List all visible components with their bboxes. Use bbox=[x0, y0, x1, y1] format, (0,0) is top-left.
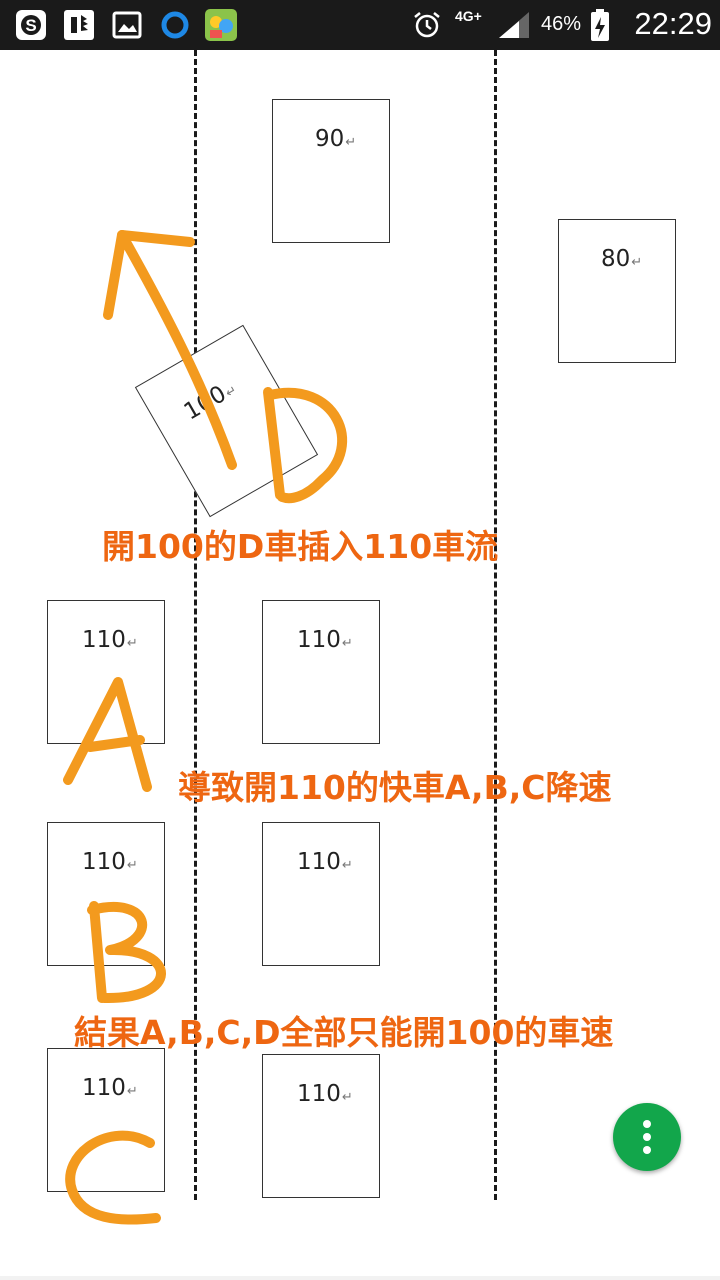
skype-icon: S bbox=[14, 9, 48, 41]
car-speed-label: 110 bbox=[297, 1081, 353, 1107]
car-b-left: 110 bbox=[47, 822, 165, 966]
ring-app-icon bbox=[158, 9, 192, 41]
car-speed-label: 90 bbox=[315, 126, 356, 152]
gallery-icon bbox=[110, 9, 144, 41]
caption-merge: 開100的D車插入110車流 bbox=[102, 527, 499, 566]
car-speed-label: 110 bbox=[82, 849, 138, 875]
letter-c bbox=[65, 1130, 161, 1225]
svg-text:S: S bbox=[25, 16, 36, 35]
car-c-left: 110 bbox=[47, 1048, 165, 1192]
more-options-button[interactable] bbox=[613, 1103, 681, 1171]
car-speed-label: 110 bbox=[297, 627, 353, 653]
merge-arrow-head bbox=[103, 230, 195, 320]
bottom-edge bbox=[0, 1276, 720, 1280]
game-app-icon bbox=[204, 9, 238, 41]
car-speed-label: 110 bbox=[297, 849, 353, 875]
battery-icon bbox=[588, 9, 612, 41]
battery-percent: 46% bbox=[541, 13, 582, 35]
letter-a bbox=[63, 677, 152, 792]
car-90: 90 bbox=[272, 99, 390, 243]
status-bar: S 4G+ 46% 22:29 bbox=[0, 0, 720, 50]
clock: 22:29 bbox=[634, 6, 712, 41]
car-speed-label: 110 bbox=[82, 1075, 138, 1101]
car-a-right: 110 bbox=[262, 600, 380, 744]
car-c-right: 110 bbox=[262, 1054, 380, 1198]
letter-d bbox=[263, 387, 347, 504]
car-a-left: 110 bbox=[47, 600, 165, 744]
image-canvas: 90 80 100 110 110 110 110 110 110 開100的D… bbox=[0, 50, 720, 1280]
network-type: 4G+ bbox=[455, 8, 482, 24]
car-80: 80 bbox=[558, 219, 676, 363]
dragon-app-icon bbox=[62, 9, 96, 41]
caption-slowdown: 導致開110的快車A,B,C降速 bbox=[178, 768, 612, 807]
lane-divider-left bbox=[194, 50, 197, 1200]
caption-result: 結果A,B,C,D全部只能開100的車速 bbox=[74, 1013, 614, 1052]
car-speed-label: 80 bbox=[601, 246, 642, 272]
handwritten-annotations bbox=[63, 230, 347, 1225]
merge-arrow-shaft bbox=[117, 230, 237, 470]
car-speed-label: 110 bbox=[82, 627, 138, 653]
letter-b bbox=[87, 901, 166, 1004]
signal-icon bbox=[496, 9, 532, 41]
alarm-clock-icon bbox=[410, 9, 444, 41]
car-b-right: 110 bbox=[262, 822, 380, 966]
lane-divider-right bbox=[494, 50, 497, 1200]
